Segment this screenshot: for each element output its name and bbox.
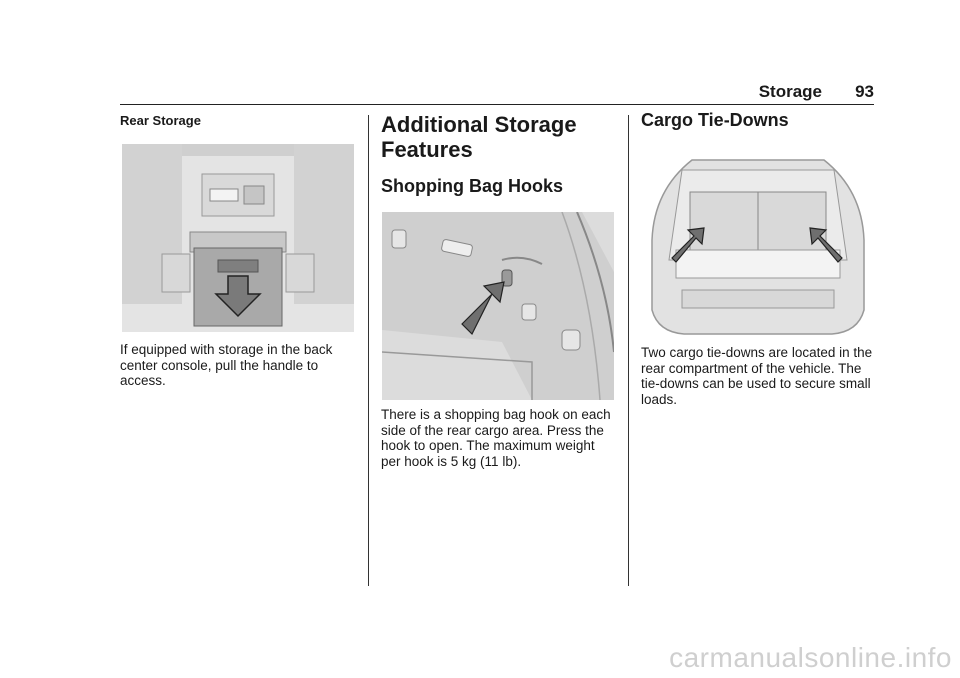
watermark: carmanualsonline.info (669, 642, 952, 673)
page-number: 93 (855, 82, 874, 101)
rear-storage-body: If equipped with storage in the back cen… (120, 342, 333, 388)
shopping-bag-hooks-body: There is a shopping bag hook on each sid… (381, 407, 611, 469)
shopping-bag-hooks-heading: Shopping Bag Hooks (381, 176, 563, 196)
additional-storage-column: Additional Storage Features Shopping Bag… (381, 110, 617, 197)
cargo-tie-downs-heading: Cargo Tie-Downs (641, 110, 789, 130)
section-title: Storage (758, 82, 822, 101)
cargo-tie-downs-column: Cargo Tie-Downs (641, 110, 877, 131)
rear-console-storage-illustration (122, 144, 354, 332)
column-divider (628, 115, 629, 586)
page-header: Storage 93 (120, 82, 874, 105)
column-divider (368, 115, 369, 586)
rear-storage-column: Rear Storage (120, 110, 358, 128)
additional-storage-title: Additional Storage Features (381, 112, 577, 162)
shopping-bag-hook-illustration (382, 212, 614, 400)
cargo-area-tie-downs-illustration (642, 150, 874, 338)
cargo-tie-downs-body: Two cargo tie-downs are located in the r… (641, 345, 873, 407)
rear-storage-heading: Rear Storage (120, 113, 201, 128)
